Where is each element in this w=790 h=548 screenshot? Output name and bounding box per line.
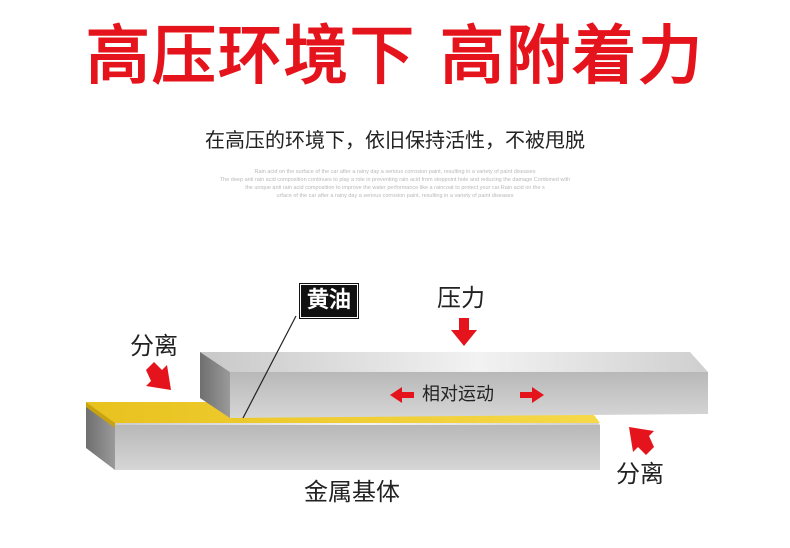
fine-print-line: the unique anti rain acid composition to… xyxy=(245,185,545,191)
headline: 高压环境下 高附着力 xyxy=(85,20,705,94)
top-block-front-face xyxy=(230,372,708,418)
motion-arrow-left-icon xyxy=(390,387,414,403)
grease-side-face xyxy=(86,402,115,428)
pressure-arrow-icon xyxy=(451,318,477,346)
metal-base-label: 金属基体 xyxy=(304,478,400,506)
fine-print-line: The deep anti rain acid composition cont… xyxy=(219,177,571,183)
top-block-side-face xyxy=(200,352,230,418)
fine-print-line: urface of the car after a rainy day a se… xyxy=(276,193,514,199)
pressure-label: 压力 xyxy=(437,284,485,312)
base-front-face xyxy=(115,425,600,470)
fine-print: Rain acid on the surface of the car afte… xyxy=(150,168,640,200)
motion-arrow-right-icon xyxy=(520,387,544,403)
fine-print-line: Rain acid on the surface of the car afte… xyxy=(254,169,536,175)
relative-motion-label: 相对运动 xyxy=(422,384,494,405)
grease-label: 黄油 xyxy=(298,282,360,320)
metal-top-block xyxy=(200,352,708,418)
separation-arrow-left-icon xyxy=(146,362,171,390)
subheadline: 在高压的环境下，依旧保持活性，不被甩脱 xyxy=(205,128,585,152)
top-block-top-face xyxy=(200,352,708,372)
grease-leader-line xyxy=(242,315,297,419)
separation-label-left: 分离 xyxy=(130,332,178,360)
separation-arrow-right-icon xyxy=(629,427,654,455)
separation-label-right: 分离 xyxy=(616,460,664,488)
